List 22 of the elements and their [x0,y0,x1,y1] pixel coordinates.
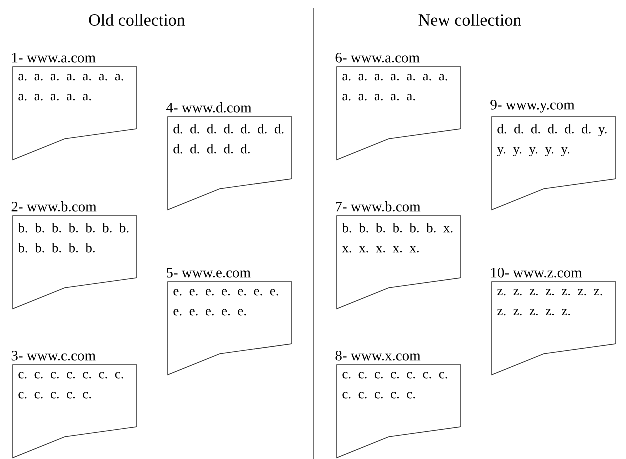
document-text: a. a. a. a. a. a. a. a. a. a. a. a. [342,74,448,101]
document-text: e. e. e. e. e. e. e. e. e. e. e. e. [174,289,278,316]
document-heading: 6- www.a.com [336,53,420,63]
document-heading: 1- www.a.com [12,53,96,63]
document-text: b. b. b. b. b. b. x. x. x. x. x. x. [342,223,453,253]
document-text: z. z. z. z. z. z. z. z. z. z. z. z. [498,289,602,316]
document-text: c. c. c. c. c. c. c. c. c. c. c. c. [18,372,124,399]
document-heading: 10- www.z.com [491,268,582,278]
column-title: New collection [418,14,522,26]
document-text: d. d. d. d. d. d. d. d. d. d. d. d. [174,124,284,154]
document-text: d. d. d. d. d. d. y. y. y. y. y. y. [497,124,607,156]
document-heading: 8- www.x.com [336,350,421,361]
column-title: Old collection [89,14,186,26]
document-heading: 4- www.d.com [166,102,252,113]
document-heading: 2- www.b.com [12,202,97,212]
document-text: a. a. a. a. a. a. a. a. a. a. a. a. [18,74,124,101]
document-heading: 5- www.e.com [167,268,251,278]
document-text: b. b. b. b. b. b. b. b. b. b. b. b. [18,223,129,253]
document-text: c. c. c. c. c. c. c. c. c. c. c. c. [342,372,448,399]
document-heading: 7- www.b.com [336,202,421,212]
document-heading: 3- www.c.com [12,351,96,361]
document-heading: 9- www.y.com [490,100,575,113]
